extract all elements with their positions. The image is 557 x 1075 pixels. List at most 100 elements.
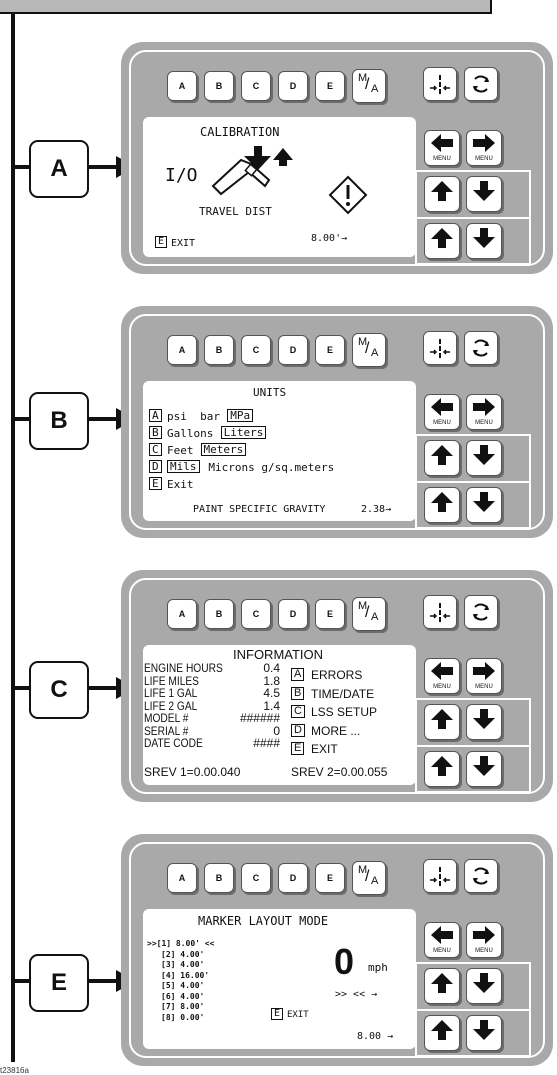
menu-label: MENU [475,684,493,690]
selected-unit: Meters [200,443,247,456]
up-button[interactable] [424,704,460,740]
step-label-B: B [29,392,89,450]
key-a[interactable]: A [167,599,197,629]
center-line-key[interactable] [423,67,457,101]
key-c[interactable]: C [241,599,271,629]
menu-key: E [291,742,305,755]
ma-slash: / [365,76,370,93]
exit-label: EXIT [171,238,196,249]
up-button[interactable] [424,176,460,212]
key-b[interactable]: B [204,71,234,101]
io-label: I/O [165,165,198,186]
down-button[interactable] [466,487,502,523]
divider [529,962,531,1057]
srev1: SREV 1=0.00.040 [144,765,241,779]
menu-right-button[interactable]: MENU [466,394,502,430]
key-d[interactable]: D [278,335,308,365]
key-d[interactable]: D [278,599,308,629]
key-b[interactable]: B [204,599,234,629]
menu-right-button[interactable]: MENU [466,658,502,694]
travel-value: 8.00'→ [311,233,348,244]
screen-title: MARKER LAYOUT MODE [198,914,329,928]
up-button[interactable] [424,968,460,1004]
down-button[interactable] [466,704,502,740]
menu-label: MENU [475,420,493,426]
manual-auto-key[interactable]: M/A [352,69,386,103]
warning-icon [328,175,368,219]
divider [415,434,531,436]
key-c[interactable]: C [241,71,271,101]
divider [415,962,417,1057]
down-button[interactable] [466,751,502,787]
key-a[interactable]: A [167,863,197,893]
center-line-key[interactable] [423,331,457,365]
down-button[interactable] [466,1015,502,1051]
down-button[interactable] [466,223,502,259]
menu-left-button[interactable]: MENU [424,130,460,166]
arrow-up-icon [431,756,453,776]
key-e[interactable]: E [315,71,345,101]
exit-key: E [271,1008,284,1020]
key-a[interactable]: A [167,71,197,101]
down-button[interactable] [466,968,502,1004]
rotate-key[interactable] [464,331,498,365]
divider [415,527,531,529]
ma-top: M [358,600,368,612]
manual-auto-key[interactable]: M/A [352,861,386,895]
key-b[interactable]: B [204,863,234,893]
option-key: D [149,460,162,473]
ma-bottom: A [371,875,379,887]
rotate-key[interactable] [464,67,498,101]
rotate-key[interactable] [464,859,498,893]
center-line-key[interactable] [423,859,457,893]
down-button[interactable] [466,176,502,212]
up-button[interactable] [424,440,460,476]
menu-right-button[interactable]: MENU [466,130,502,166]
arrow-right-icon [473,134,495,152]
key-d[interactable]: D [278,71,308,101]
divider [529,698,531,793]
screen-title: INFORMATION [233,647,324,662]
divider [415,791,531,793]
menu-left-button[interactable]: MENU [424,394,460,430]
manual-auto-key[interactable]: M/A [352,333,386,367]
key-c[interactable]: C [241,863,271,893]
arrow-right-icon [473,398,495,416]
divider [415,170,531,172]
menu-left-button[interactable]: MENU [424,658,460,694]
arrow-down-icon [473,1020,495,1040]
key-e[interactable]: E [315,863,345,893]
branch-line [11,165,43,169]
ma-top: M [358,864,368,876]
key-c[interactable]: C [241,335,271,365]
arrow-left-icon [431,398,453,416]
key-e[interactable]: E [315,335,345,365]
arrow-up-icon [431,181,453,201]
up-button[interactable] [424,223,460,259]
ma-bottom: A [371,83,379,95]
arrow-up-icon [431,445,453,465]
stat-label: ENGINE HOURS [144,661,223,675]
panel-border [129,50,545,266]
exit-key: E [155,236,168,248]
menu-left-button[interactable]: MENU [424,922,460,958]
up-button[interactable] [424,751,460,787]
menu-label: MENU [433,156,451,162]
center-line-key[interactable] [423,595,457,629]
key-b[interactable]: B [204,335,234,365]
manual-auto-key[interactable]: M/A [352,597,386,631]
stat-value: 4.5 [263,686,280,700]
step-label-A: A [29,140,89,198]
key-e[interactable]: E [315,599,345,629]
key-a[interactable]: A [167,335,197,365]
key-d[interactable]: D [278,863,308,893]
down-button[interactable] [466,440,502,476]
menu-right-button[interactable]: MENU [466,922,502,958]
up-button[interactable] [424,487,460,523]
branch-line [74,686,124,690]
up-button[interactable] [424,1015,460,1051]
rotate-key[interactable] [464,595,498,629]
option-key: E [149,477,162,490]
divider [529,434,531,529]
arrow-up-icon [431,492,453,512]
